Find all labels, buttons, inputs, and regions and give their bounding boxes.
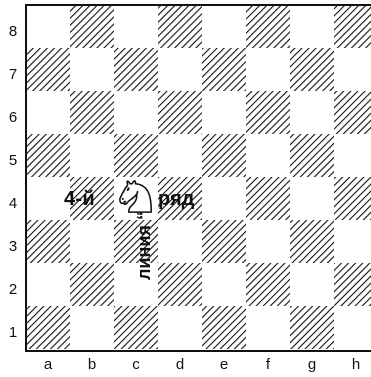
square-b8[interactable]: [70, 5, 114, 48]
file-label-e: e: [219, 356, 229, 373]
square-g8[interactable]: [290, 5, 334, 48]
square-e4[interactable]: [202, 177, 246, 220]
square-h8[interactable]: [334, 5, 371, 48]
square-g7[interactable]: [290, 48, 334, 91]
square-b2[interactable]: [70, 263, 114, 306]
square-d1[interactable]: [158, 306, 202, 349]
square-f6[interactable]: [246, 91, 290, 134]
square-d4[interactable]: [158, 177, 202, 220]
square-f4[interactable]: [246, 177, 290, 220]
square-a5[interactable]: [26, 134, 70, 177]
square-h3[interactable]: [334, 220, 371, 263]
rank-label-4: 4: [8, 195, 18, 212]
square-a1[interactable]: [26, 306, 70, 349]
square-d7[interactable]: [158, 48, 202, 91]
square-g4[interactable]: [290, 177, 334, 220]
square-g5[interactable]: [290, 134, 334, 177]
square-h5[interactable]: [334, 134, 371, 177]
rank-label-2: 2: [8, 281, 18, 298]
square-f7[interactable]: [246, 48, 290, 91]
square-b1[interactable]: [70, 306, 114, 349]
row-annotation: 4-й: [64, 188, 95, 210]
square-c7[interactable]: [114, 48, 158, 91]
knight-icon[interactable]: [114, 174, 158, 218]
square-b5[interactable]: [70, 134, 114, 177]
square-c2[interactable]: [114, 263, 158, 306]
square-d5[interactable]: [158, 134, 202, 177]
square-g2[interactable]: [290, 263, 334, 306]
square-e7[interactable]: [202, 48, 246, 91]
rank-label-8: 8: [8, 23, 18, 40]
rank-label-5: 5: [8, 152, 18, 169]
square-c6[interactable]: [114, 91, 158, 134]
square-a3[interactable]: [26, 220, 70, 263]
file-label-g: g: [307, 356, 317, 373]
square-f2[interactable]: [246, 263, 290, 306]
square-e2[interactable]: [202, 263, 246, 306]
square-c3[interactable]: [114, 220, 158, 263]
rank-label-3: 3: [8, 238, 18, 255]
square-d8[interactable]: [158, 5, 202, 48]
square-h2[interactable]: [334, 263, 371, 306]
square-c5[interactable]: [114, 134, 158, 177]
square-f5[interactable]: [246, 134, 290, 177]
square-b4[interactable]: [70, 177, 114, 220]
square-b7[interactable]: [70, 48, 114, 91]
rank-label-1: 1: [8, 324, 18, 341]
square-b6[interactable]: [70, 91, 114, 134]
file-label-f: f: [265, 356, 271, 373]
file-label-h: h: [351, 356, 361, 373]
file-label-d: d: [175, 356, 185, 373]
square-d2[interactable]: [158, 263, 202, 306]
square-d3[interactable]: [158, 220, 202, 263]
chess-board[interactable]: [26, 5, 371, 349]
square-e8[interactable]: [202, 5, 246, 48]
square-e1[interactable]: [202, 306, 246, 349]
square-c8[interactable]: [114, 5, 158, 48]
square-h7[interactable]: [334, 48, 371, 91]
square-h6[interactable]: [334, 91, 371, 134]
row-annotation-word: ряд: [158, 188, 195, 210]
square-c1[interactable]: [114, 306, 158, 349]
square-e3[interactable]: [202, 220, 246, 263]
square-e5[interactable]: [202, 134, 246, 177]
square-a6[interactable]: [26, 91, 70, 134]
rank-label-7: 7: [8, 66, 18, 83]
square-a2[interactable]: [26, 263, 70, 306]
file-label-a: a: [43, 356, 53, 373]
square-a4[interactable]: [26, 177, 70, 220]
square-d6[interactable]: [158, 91, 202, 134]
square-g3[interactable]: [290, 220, 334, 263]
square-a8[interactable]: [26, 5, 70, 48]
square-g6[interactable]: [290, 91, 334, 134]
square-f8[interactable]: [246, 5, 290, 48]
square-f1[interactable]: [246, 306, 290, 349]
square-h1[interactable]: [334, 306, 371, 349]
square-b3[interactable]: [70, 220, 114, 263]
square-g1[interactable]: [290, 306, 334, 349]
file-label-b: b: [87, 356, 97, 373]
file-label-c: c: [132, 356, 140, 373]
square-f3[interactable]: [246, 220, 290, 263]
square-a7[interactable]: [26, 48, 70, 91]
square-h4[interactable]: [334, 177, 371, 220]
square-e6[interactable]: [202, 91, 246, 134]
rank-label-6: 6: [8, 109, 18, 126]
